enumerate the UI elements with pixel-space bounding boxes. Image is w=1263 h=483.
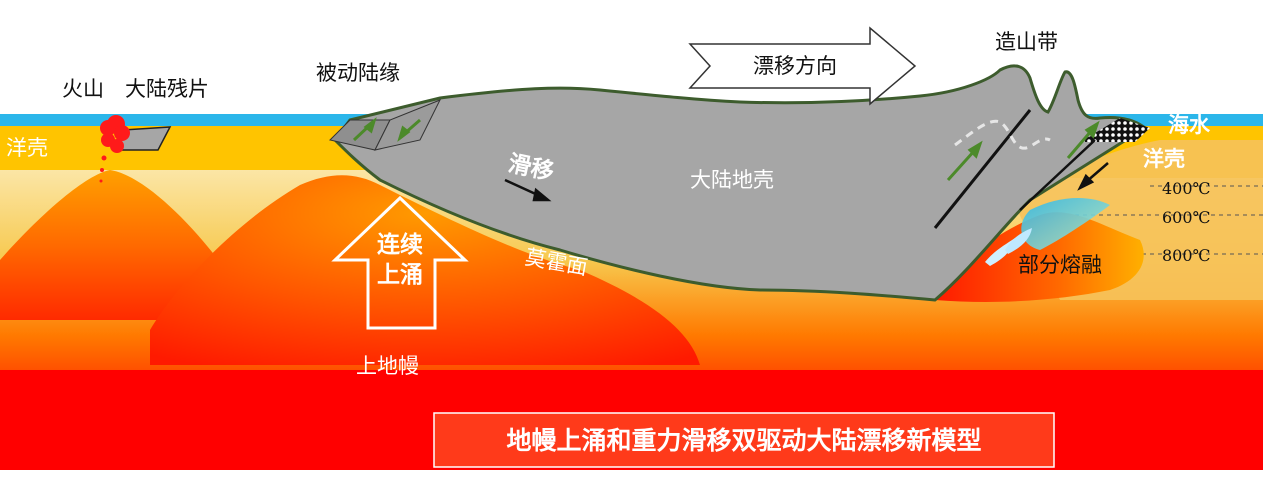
oceanic-crust-left-label: 洋壳 bbox=[6, 136, 48, 160]
volcano-label: 火山 bbox=[62, 77, 104, 101]
partial-melting-zone bbox=[935, 212, 1144, 302]
sediment-wedge bbox=[1080, 118, 1150, 142]
upwelling-plume bbox=[150, 175, 700, 365]
diagram-title: 地幔上涌和重力滑移双驱动大陆漂移新模型 bbox=[506, 426, 981, 455]
motion-arrow-icon bbox=[397, 118, 421, 142]
melt-droplet bbox=[985, 238, 1015, 266]
upwelling-label-line2: 上涌 bbox=[377, 262, 423, 288]
oceanic-crust-left bbox=[0, 126, 380, 170]
fault-line bbox=[1019, 139, 1096, 211]
subduction-arrow-icon bbox=[1077, 162, 1109, 191]
temp-600-label: 600℃ bbox=[1162, 208, 1210, 227]
continental-fragment-label: 大陆残片 bbox=[125, 77, 209, 101]
cool-slab-zone bbox=[1021, 198, 1110, 250]
melt-droplet bbox=[1005, 228, 1032, 254]
title-box bbox=[433, 412, 1055, 468]
motion-arrow-icon bbox=[352, 117, 377, 142]
seawater-label: 海水 bbox=[1168, 113, 1211, 137]
continental-crust-label: 大陆地壳 bbox=[690, 168, 774, 192]
oceanic-crust-right-label: 洋壳 bbox=[1143, 147, 1185, 171]
passive-margin-block bbox=[374, 99, 442, 151]
motion-arrow-icon bbox=[946, 140, 983, 182]
volcano-icon bbox=[99, 115, 130, 183]
upwelling-arrow bbox=[331, 195, 469, 330]
partial-melting-label: 部分熔融 bbox=[1018, 253, 1102, 277]
fold-trace bbox=[954, 119, 1051, 150]
fault-line bbox=[933, 109, 1032, 229]
upwelling-label-line1: 连续 bbox=[377, 231, 423, 258]
drift-direction-arrow bbox=[688, 26, 917, 106]
temp-400-label: 400℃ bbox=[1162, 179, 1210, 198]
motion-arrow-icon bbox=[1066, 120, 1100, 159]
slide-arrow-icon bbox=[504, 178, 552, 202]
upper-mantle-label: 上地幔 bbox=[356, 354, 419, 378]
orogenic-belt-label: 造山带 bbox=[995, 30, 1058, 54]
continental-crust bbox=[333, 64, 1148, 302]
drift-direction-label: 漂移方向 bbox=[753, 54, 837, 78]
temp-800-label: 800℃ bbox=[1162, 246, 1210, 265]
passive-margin-label: 被动陆缘 bbox=[316, 61, 400, 85]
